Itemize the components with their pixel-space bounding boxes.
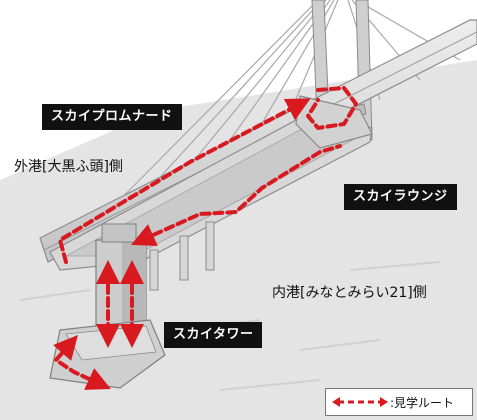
- route-entrance: [53, 334, 111, 390]
- legend-label: :見学ルート: [390, 395, 455, 410]
- map-legend: :見学ルート: [325, 388, 473, 416]
- tour-route: [53, 86, 358, 390]
- label-sky-tower: スカイタワー: [164, 322, 263, 348]
- tower-top-block: [101, 223, 137, 243]
- route-promenade-north: [58, 98, 311, 264]
- bridge-piers: [149, 221, 215, 291]
- label-inner-harbor: 内港[みなとみらい21]側: [272, 285, 427, 301]
- label-sky-promenade: スカイプロムナード: [42, 104, 182, 130]
- label-outer-harbor: 外港[大黒ふ頭]側: [14, 159, 123, 175]
- legend-route-swatch: [332, 397, 388, 407]
- route-promenade-south: [131, 144, 342, 247]
- route-lounge-loop: [306, 86, 358, 130]
- label-sky-lounge: スカイラウンジ: [344, 184, 457, 210]
